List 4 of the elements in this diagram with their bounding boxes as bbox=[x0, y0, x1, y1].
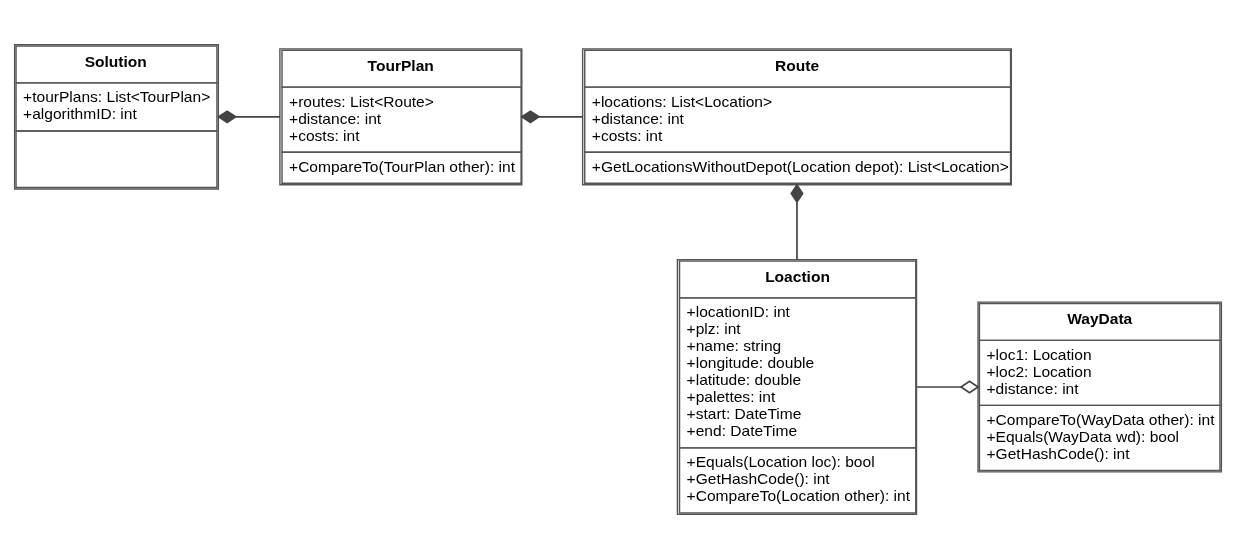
connector bbox=[520, 110, 584, 124]
connector bbox=[790, 183, 804, 261]
connector bbox=[217, 110, 281, 124]
connector bbox=[916, 380, 980, 394]
